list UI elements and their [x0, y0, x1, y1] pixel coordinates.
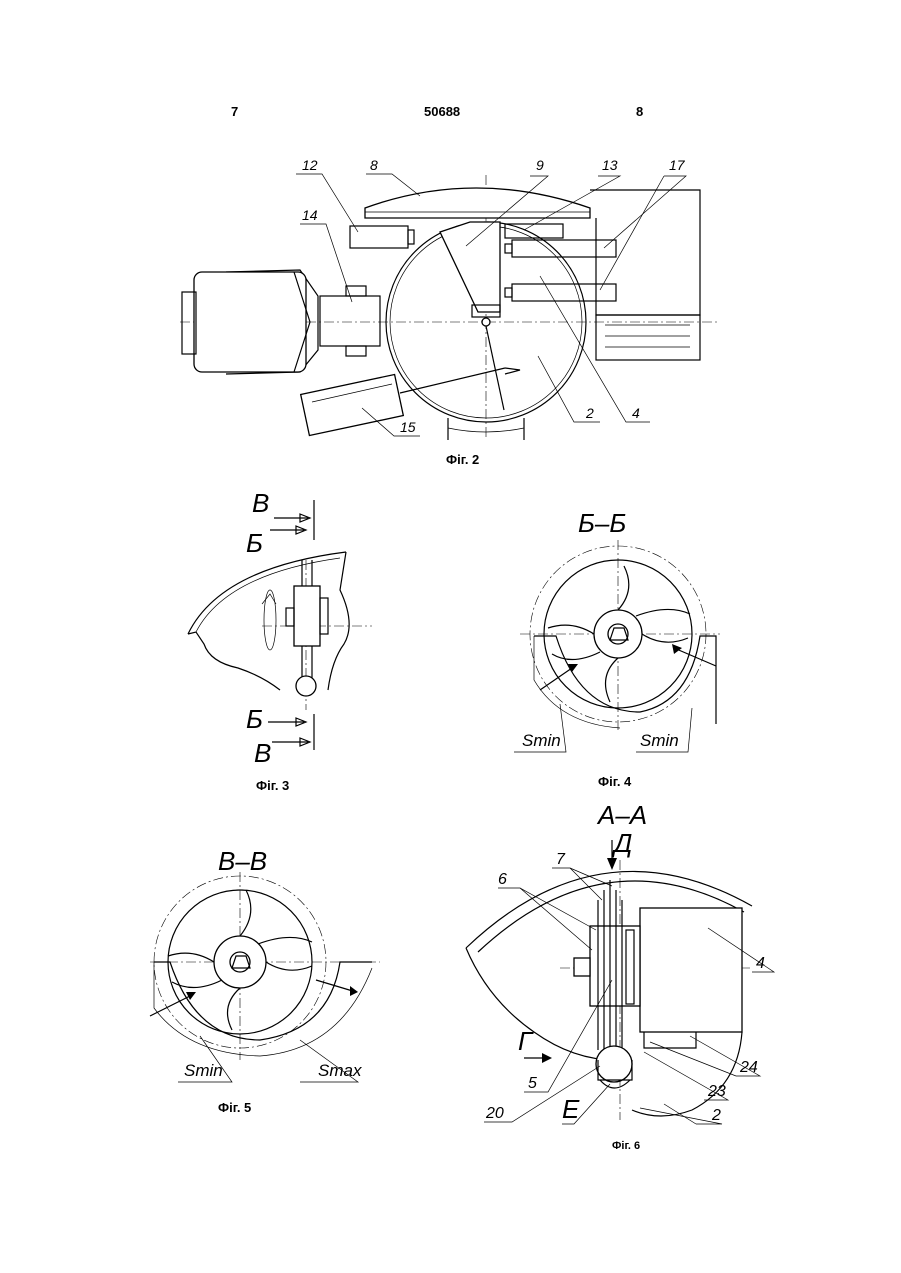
figure-3-drawing: В Б Б В [188, 488, 372, 768]
fig4-caption: Фіг. 4 [598, 774, 631, 789]
fig2-label-17: 17 [669, 157, 686, 173]
fig2-caption: Фіг. 2 [446, 452, 479, 467]
fig3-caption: Фіг. 3 [256, 778, 289, 793]
fig4-label-smin-left: Smin [522, 731, 561, 750]
fig6-label-24: 24 [739, 1059, 758, 1076]
fig6-label-20: 20 [485, 1105, 504, 1122]
fig6-caption: Фіг. 6 [612, 1140, 640, 1152]
fig2-label-13: 13 [602, 157, 618, 173]
fig2-label-2: 2 [585, 405, 594, 421]
fig2-label-12: 12 [302, 157, 318, 173]
fig6-label-5: 5 [528, 1075, 537, 1092]
fig3-label-b-top: Б [246, 528, 263, 558]
fig6-label-2: 2 [711, 1107, 721, 1124]
fig3-label-b-bottom: Б [246, 704, 263, 734]
figure-5-drawing: В–В Smin Smax [150, 846, 380, 1082]
fig2-label-8: 8 [370, 157, 378, 173]
fig5-label-smax: Smax [318, 1061, 362, 1080]
fig2-label-15: 15 [400, 419, 416, 435]
fig5-caption: Фіг. 5 [218, 1100, 251, 1115]
figure-2-drawing: 12 8 9 13 17 14 15 2 4 [180, 157, 720, 440]
fig4-title: Б–Б [578, 508, 626, 538]
fig6-label-g: Г [518, 1026, 534, 1056]
fig6-title: А–А [596, 800, 647, 830]
fig6-label-6: 6 [498, 871, 507, 888]
fig6-label-d: Д [611, 828, 632, 858]
fig2-label-4: 4 [632, 405, 640, 421]
fig6-label-23: 23 [707, 1083, 726, 1100]
fig6-label-e: Е [562, 1094, 580, 1124]
figure-6-drawing: А–А Д 7 6 4 Г 5 24 23 20 Е 2 [466, 800, 774, 1124]
figure-4-drawing: Б–Б Smin Smin [514, 508, 720, 752]
fig3-label-v-bottom: В [254, 738, 271, 768]
fig5-label-smin: Smin [184, 1061, 223, 1080]
fig4-label-smin-right: Smin [640, 731, 679, 750]
fig3-label-v-top: В [252, 488, 269, 518]
fig2-label-9: 9 [536, 157, 544, 173]
fig6-label-4: 4 [756, 955, 765, 972]
fig6-label-7: 7 [556, 851, 566, 868]
fig2-label-14: 14 [302, 207, 318, 223]
fig5-title: В–В [218, 846, 267, 876]
